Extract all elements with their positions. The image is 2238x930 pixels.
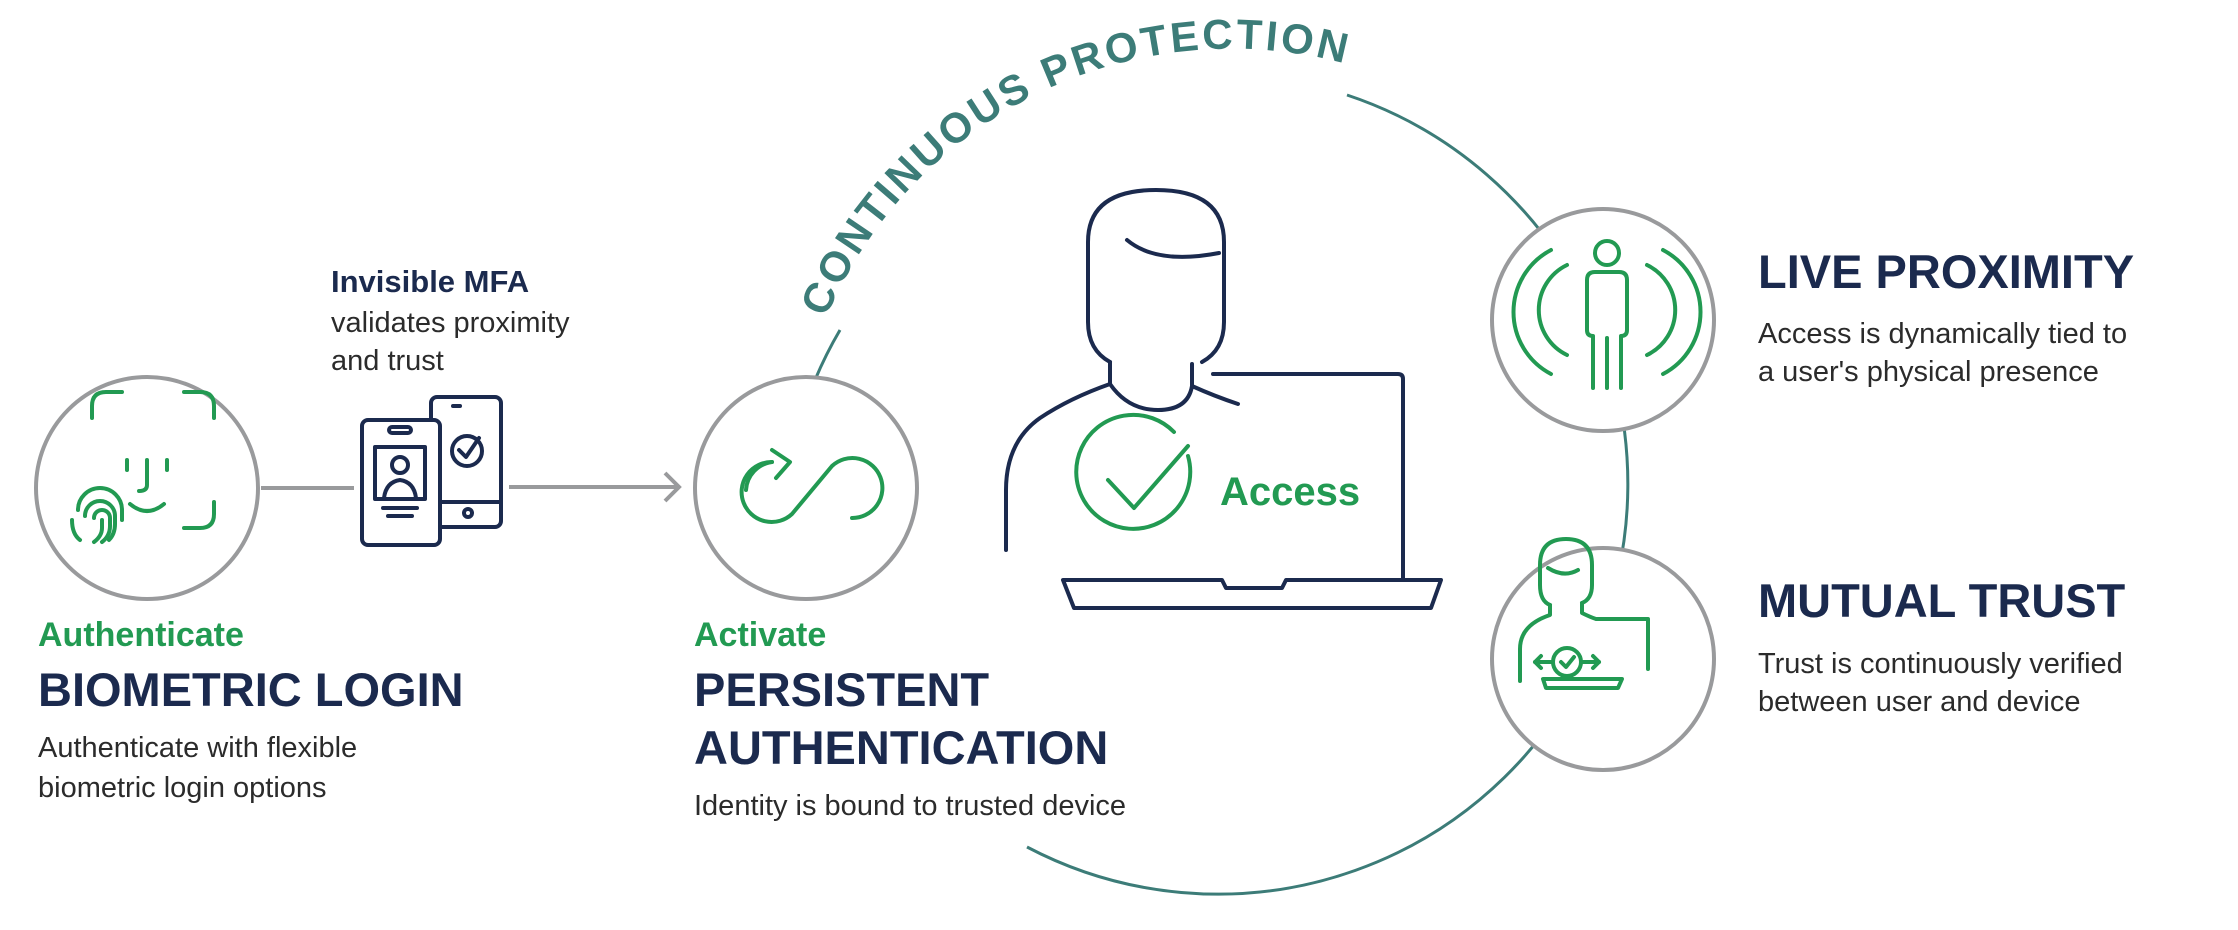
persistent-auth-section: Activate PERSISTENT AUTHENTICATION Ident… bbox=[694, 616, 1126, 822]
step2-title: AUTHENTICATION bbox=[694, 721, 1108, 774]
mfa-line: and trust bbox=[331, 345, 444, 377]
proximity-person-icon bbox=[1511, 239, 1703, 390]
mutual-trust-circle bbox=[1490, 546, 1716, 772]
mutual-trust-section: MUTUAL TRUST Trust is continuously verif… bbox=[1758, 574, 2126, 718]
step1-desc: Authenticate with flexible bbox=[38, 732, 357, 764]
step1-title: BIOMETRIC LOGIN bbox=[38, 663, 464, 716]
live-proximity-circle bbox=[1490, 207, 1716, 433]
face-fingerprint-icon bbox=[70, 390, 216, 544]
user-at-laptop-illustration bbox=[1004, 188, 1443, 610]
mfa-line: validates proximity bbox=[331, 307, 570, 339]
trust-desc: between user and device bbox=[1758, 686, 2080, 718]
mfa-title: Invisible MFA bbox=[331, 264, 529, 299]
step1-kicker: Authenticate bbox=[38, 616, 244, 654]
proximity-desc: a user's physical presence bbox=[1758, 356, 2099, 388]
user-device-trust-icon bbox=[1518, 537, 1650, 690]
persistent-auth-circle bbox=[693, 375, 919, 601]
infinity-refresh-icon bbox=[739, 448, 885, 524]
step1-desc: biometric login options bbox=[38, 772, 327, 804]
access-check-icon bbox=[1074, 412, 1193, 531]
step2-desc: Identity is bound to trusted device bbox=[694, 790, 1126, 822]
proximity-title: LIVE PROXIMITY bbox=[1758, 245, 2134, 298]
arrow-connector bbox=[509, 471, 682, 503]
step2-title: PERSISTENT bbox=[694, 663, 989, 716]
proximity-desc: Access is dynamically tied to bbox=[1758, 318, 2127, 350]
arc-label: CONTINUOUS PROTECTION bbox=[791, 10, 1355, 321]
biometric-login-section: Authenticate BIOMETRIC LOGIN Authenticat… bbox=[38, 616, 464, 804]
phones-mfa-icon bbox=[360, 395, 503, 547]
invisible-mfa-note: Invisible MFA validates proximity and tr… bbox=[331, 264, 570, 377]
live-proximity-section: LIVE PROXIMITY Access is dynamically tie… bbox=[1758, 245, 2134, 388]
trust-title: MUTUAL TRUST bbox=[1758, 574, 2126, 627]
step2-kicker: Activate bbox=[694, 616, 826, 654]
access-label: Access bbox=[1220, 470, 1360, 514]
trust-desc: Trust is continuously verified bbox=[1758, 648, 2123, 680]
